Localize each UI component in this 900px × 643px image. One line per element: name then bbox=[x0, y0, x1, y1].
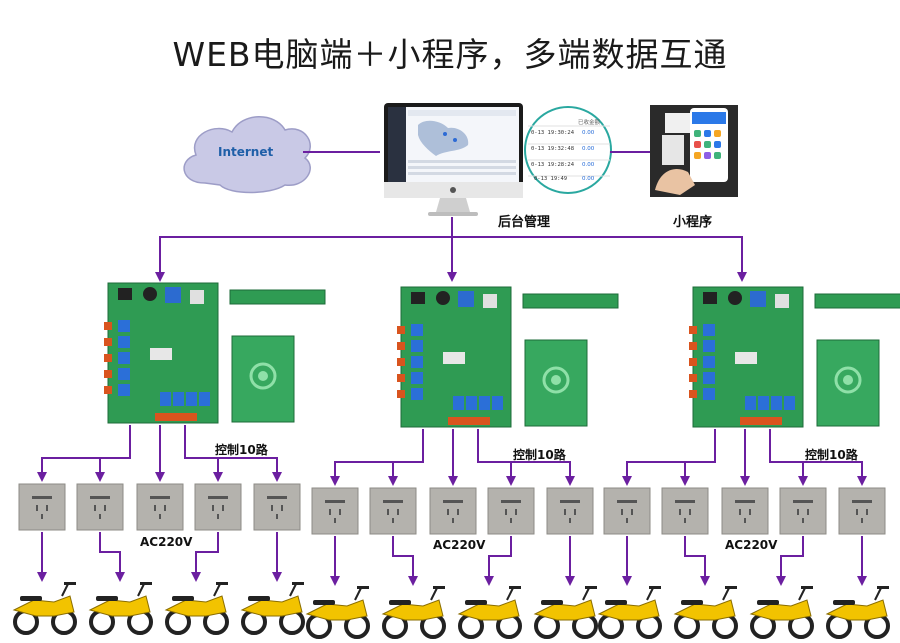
power-outlet bbox=[194, 483, 242, 531]
power-outlet bbox=[487, 487, 535, 535]
internet-label: Internet bbox=[218, 145, 274, 159]
voltage-label: AC220V bbox=[725, 538, 778, 552]
header-connector-board bbox=[229, 289, 326, 305]
power-outlet bbox=[721, 487, 769, 535]
rfid-module bbox=[524, 339, 588, 427]
branch-connectors bbox=[622, 429, 867, 486]
zoom-row-time: 0-13 19:49 bbox=[534, 176, 568, 182]
electric-scooter-icon bbox=[381, 586, 446, 639]
power-outlet bbox=[136, 483, 184, 531]
electric-scooter-icon bbox=[12, 582, 77, 635]
power-outlet bbox=[838, 487, 886, 535]
branch-connectors bbox=[37, 425, 282, 482]
electric-scooter-icon bbox=[240, 582, 305, 635]
controller-group bbox=[12, 282, 326, 635]
backend-label: 后台管理 bbox=[498, 215, 551, 230]
power-outlet bbox=[546, 487, 594, 535]
zoom-row-time: 0-13 19:32:48 bbox=[531, 146, 575, 152]
voltage-label: AC220V bbox=[140, 535, 193, 549]
power-outlet bbox=[311, 487, 359, 535]
electric-scooter-icon bbox=[457, 586, 522, 639]
electric-scooter-icon bbox=[164, 582, 229, 635]
control-label: 控制10路 bbox=[805, 448, 858, 462]
power-outlet bbox=[253, 483, 301, 531]
zoom-row-value: 0.00 bbox=[582, 176, 595, 182]
power-outlet bbox=[429, 487, 477, 535]
distribution-connectors bbox=[155, 217, 747, 282]
scooter-connectors bbox=[37, 532, 282, 582]
header-connector-board bbox=[814, 293, 900, 309]
power-outlet bbox=[661, 487, 709, 535]
header-connector-board bbox=[522, 293, 619, 309]
electric-scooter-icon bbox=[825, 586, 890, 639]
power-outlet bbox=[779, 487, 827, 535]
branch-connectors bbox=[330, 429, 575, 486]
electric-scooter-icon bbox=[749, 586, 814, 639]
zoom-panel bbox=[524, 106, 612, 194]
zoom-header-right: 已收金额 bbox=[578, 120, 601, 126]
power-outlet bbox=[18, 483, 66, 531]
rfid-module bbox=[231, 335, 295, 423]
voltage-label: AC220V bbox=[433, 538, 486, 552]
power-outlet bbox=[76, 483, 124, 531]
internet-cloud-icon bbox=[183, 116, 311, 194]
zoom-row-value: 0.00 bbox=[582, 130, 595, 136]
electric-scooter-icon bbox=[673, 586, 738, 639]
electric-scooter-icon bbox=[305, 586, 370, 639]
electric-scooter-icon bbox=[533, 586, 598, 639]
zoom-row-time: 0-13 19:28:24 bbox=[531, 162, 575, 168]
scooter-connectors bbox=[330, 536, 575, 586]
controller-board bbox=[397, 286, 512, 428]
electric-scooter-icon bbox=[88, 582, 153, 635]
zoom-row-value: 0.00 bbox=[582, 162, 595, 168]
desktop-computer-icon bbox=[384, 103, 523, 216]
power-outlet bbox=[369, 487, 417, 535]
controller-group bbox=[305, 286, 619, 639]
power-outlet bbox=[603, 487, 651, 535]
rfid-module bbox=[816, 339, 880, 427]
scooter-connectors bbox=[622, 536, 867, 586]
electric-scooter-icon bbox=[597, 586, 662, 639]
controller-board bbox=[689, 286, 804, 428]
zoom-row-value: 0.00 bbox=[582, 146, 595, 152]
control-label: 控制10路 bbox=[215, 443, 268, 457]
zoom-row-time: 0-13 19:30:24 bbox=[531, 130, 575, 136]
miniprogram-label: 小程序 bbox=[673, 215, 713, 230]
mini-program-phone-icon bbox=[650, 105, 738, 197]
controller-group bbox=[597, 286, 900, 639]
controller-board bbox=[104, 282, 219, 424]
control-label: 控制10路 bbox=[513, 448, 566, 462]
page-title: WEB电脑端＋小程序，多端数据互通 bbox=[172, 35, 728, 74]
